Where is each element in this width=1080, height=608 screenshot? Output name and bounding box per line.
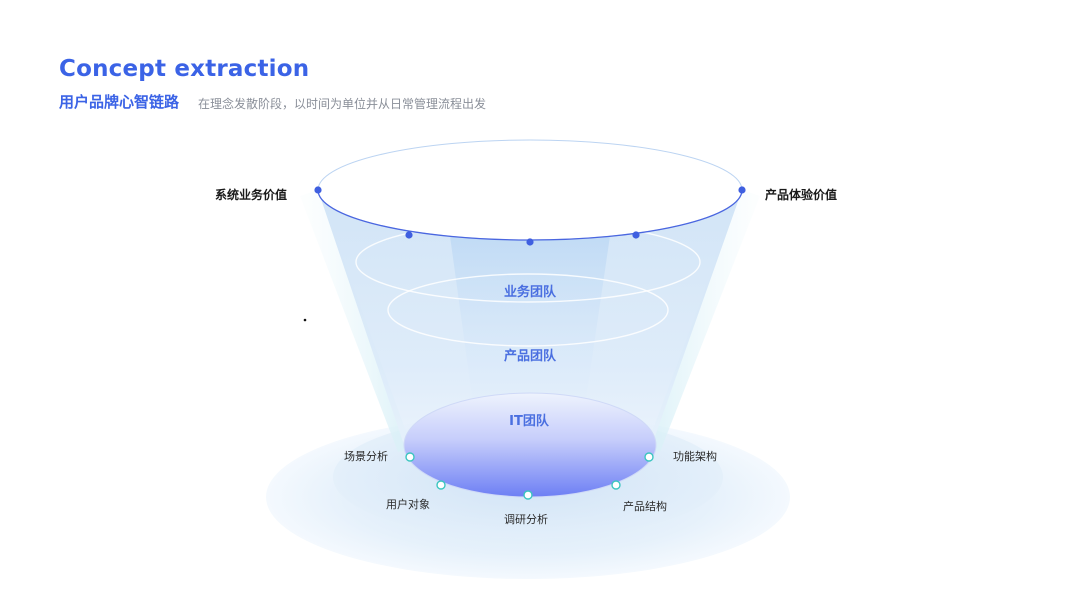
layer-label-it: IT团队 <box>509 414 550 429</box>
base-marker <box>436 480 446 490</box>
page-description: 在理念发散阶段，以时间为单位并从日常管理流程出发 <box>198 97 487 111</box>
top-left-label: 系统业务价值 <box>215 187 287 202</box>
left-edge-glow <box>300 190 412 452</box>
base-label-scenario: 场景分析 <box>344 449 388 463</box>
right-edge-glow <box>646 190 760 452</box>
funnel-center-beam <box>450 236 610 440</box>
top-marker <box>526 238 534 246</box>
top-marker <box>405 231 413 239</box>
layer-ring-middle <box>387 273 669 347</box>
top-marker <box>632 231 640 239</box>
stray-dot <box>303 318 307 322</box>
page-subtitle: 用户品牌心智链路 <box>59 93 180 111</box>
base-marker <box>523 490 533 500</box>
base-label-features: 功能架构 <box>673 449 717 463</box>
page-title: Concept extraction <box>59 56 310 82</box>
funnel-top-opening <box>317 139 743 241</box>
top-marker <box>738 186 746 194</box>
top-marker <box>314 186 322 194</box>
base-label-research: 调研分析 <box>504 512 548 526</box>
base-marker <box>611 480 621 490</box>
top-right-label: 产品体验价值 <box>765 187 837 202</box>
base-marker <box>644 452 654 462</box>
layer-label-business: 业务团队 <box>504 284 557 300</box>
base-label-structure: 产品结构 <box>623 499 667 513</box>
base-label-users: 用户对象 <box>386 497 430 511</box>
base-marker <box>405 452 415 462</box>
layer-label-product: 产品团队 <box>504 348 557 364</box>
